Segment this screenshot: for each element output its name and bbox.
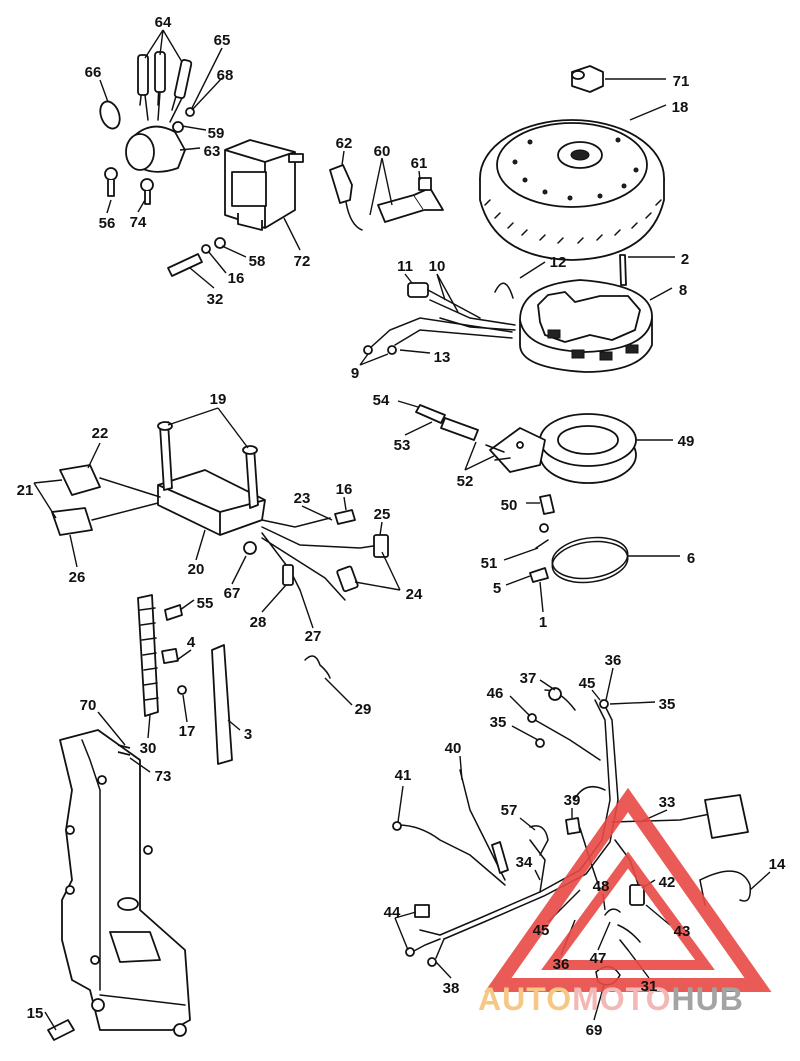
callout-50: 50: [501, 497, 518, 514]
callout-10: 10: [429, 258, 446, 275]
callout-26: 26: [69, 569, 86, 586]
callout-70: 70: [80, 697, 97, 714]
callout-35: 35: [659, 696, 676, 713]
callout-69: 69: [586, 1022, 603, 1039]
callout-4: 4: [187, 634, 196, 651]
callout-16: 16: [336, 481, 353, 498]
callout-22: 22: [92, 425, 109, 442]
callout-43: 43: [674, 923, 691, 940]
callout-64: 64: [155, 14, 172, 31]
callout-66: 66: [85, 64, 102, 81]
callout-39: 39: [564, 792, 581, 809]
callout-15: 15: [27, 1005, 44, 1022]
callout-73: 73: [155, 768, 172, 785]
callout-17: 17: [179, 723, 196, 740]
watermark-triangle-outer: [484, 787, 772, 992]
callout-61: 61: [411, 155, 428, 172]
callout-3: 3: [244, 726, 252, 743]
callout-25: 25: [374, 506, 391, 523]
callout-11: 11: [397, 258, 413, 275]
callout-63: 63: [204, 143, 221, 160]
stator-8: [363, 254, 653, 373]
callout-21: 21: [17, 482, 34, 499]
callout-30: 30: [140, 740, 157, 757]
callout-72: 72: [294, 253, 311, 270]
watermark-text: AUTOMOTOHUB: [478, 981, 744, 1017]
callout-41: 41: [395, 767, 412, 784]
callout-44: 44: [384, 904, 401, 921]
callout-35: 35: [490, 714, 507, 731]
callout-32: 32: [207, 291, 224, 308]
callout-9: 9: [351, 365, 359, 382]
callout-71: 71: [673, 73, 690, 90]
callout-47: 47: [590, 950, 607, 967]
callout-59: 59: [208, 125, 225, 142]
callout-12: 12: [550, 254, 567, 271]
callout-1: 1: [539, 614, 547, 631]
callout-19: 19: [210, 391, 227, 408]
callout-55: 55: [197, 595, 214, 612]
callout-48: 48: [593, 878, 610, 895]
callout-2: 2: [681, 251, 689, 268]
callout-74: 74: [130, 214, 147, 231]
callout-16: 16: [228, 270, 245, 287]
callout-20: 20: [188, 561, 205, 578]
callout-31: 31: [641, 978, 658, 995]
callout-67: 67: [224, 585, 241, 602]
watermark-logo: AUTOMOTOHUB: [478, 787, 772, 1017]
callout-45: 45: [533, 922, 550, 939]
watermark-moto: MOTO: [572, 981, 671, 1017]
callout-51: 51: [481, 555, 498, 572]
callout-49: 49: [678, 433, 695, 450]
callout-5: 5: [493, 580, 501, 597]
callout-34: 34: [516, 854, 533, 871]
callout-37: 37: [520, 670, 537, 687]
callout-57: 57: [501, 802, 518, 819]
callout-28: 28: [250, 614, 267, 631]
switch-box-20: [51, 421, 389, 601]
callout-8: 8: [679, 282, 687, 299]
watermark-auto: AUTO: [478, 981, 572, 1017]
callout-38: 38: [443, 980, 460, 997]
watermark-triangle-inner: [541, 851, 715, 970]
callout-60: 60: [374, 143, 391, 160]
callout-53: 53: [394, 437, 411, 454]
callout-29: 29: [355, 701, 372, 718]
callout-36: 36: [553, 956, 570, 973]
callout-52: 52: [457, 473, 474, 490]
mounting-plate-73: [47, 729, 191, 1041]
flywheel-18: [479, 65, 665, 261]
callout-27: 27: [305, 628, 322, 645]
callout-36: 36: [605, 652, 622, 669]
callout-6: 6: [687, 550, 695, 567]
leader-lines: [33, 29, 771, 1031]
callout-65: 65: [214, 32, 231, 49]
bolt-32: [167, 237, 226, 277]
callout-13: 13: [434, 349, 451, 366]
callout-18: 18: [672, 99, 689, 116]
callout-46: 46: [487, 685, 504, 702]
callout-23: 23: [294, 490, 311, 507]
ignition-coil-assembly: [99, 51, 195, 205]
watermark-hub: HUB: [671, 981, 743, 1017]
callout-68: 68: [217, 67, 234, 84]
coil-module-72: [224, 139, 304, 231]
callout-24: 24: [406, 586, 423, 603]
callout-33: 33: [659, 794, 676, 811]
callout-40: 40: [445, 740, 462, 757]
spark-plug-leads: [329, 164, 444, 231]
timer-base-49: [415, 404, 637, 584]
terminal-strip-30: [137, 594, 331, 765]
callout-58: 58: [249, 253, 266, 270]
callout-62: 62: [336, 135, 353, 152]
callout-45: 45: [579, 675, 596, 692]
callout-56: 56: [99, 215, 116, 232]
callout-14: 14: [769, 856, 786, 873]
callout-42: 42: [659, 874, 676, 891]
callout-54: 54: [373, 392, 390, 409]
